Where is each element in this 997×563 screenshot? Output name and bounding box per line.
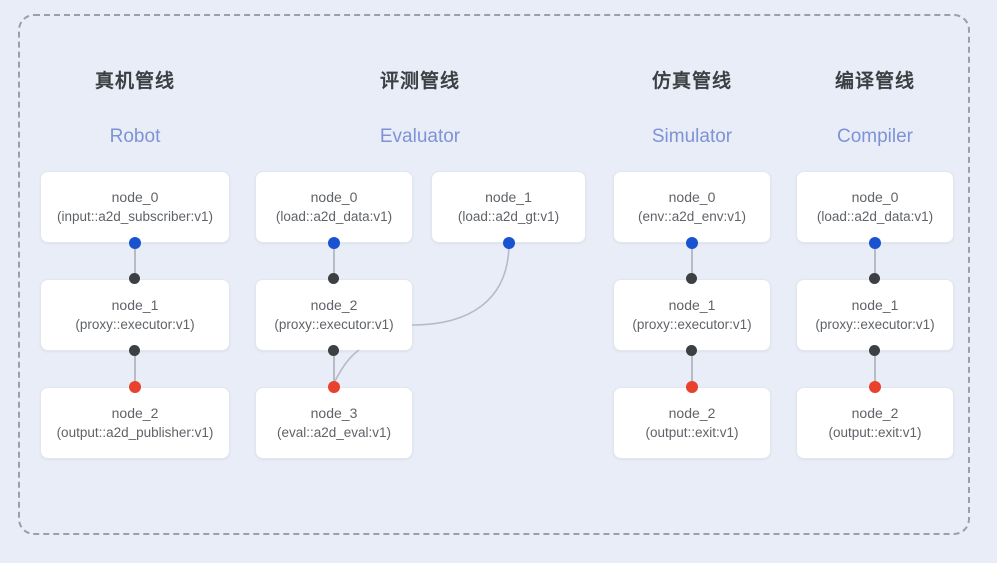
node-name: node_1 xyxy=(111,297,159,313)
edge-simulator-0-1 xyxy=(691,243,693,278)
column-subtitle-robot: Robot xyxy=(109,126,161,147)
node-type: (input::a2d_subscriber:v1) xyxy=(56,209,214,224)
node-type: (eval::a2d_eval:v1) xyxy=(276,425,392,440)
node-robot-2[interactable]: node_2 (output::a2d_publisher:v1) xyxy=(40,387,230,459)
node-name: node_2 xyxy=(310,297,358,313)
port-input-evaluator-3[interactable] xyxy=(328,381,340,393)
node-type: (proxy::executor:v1) xyxy=(274,317,394,332)
node-simulator-2[interactable]: node_2 (output::exit:v1) xyxy=(613,387,771,459)
edge-robot-0-1 xyxy=(134,243,136,278)
port-input-simulator-1[interactable] xyxy=(686,273,697,284)
edge-evaluator-2-3 xyxy=(333,351,335,383)
port-output-robot-0[interactable] xyxy=(129,237,141,249)
node-type: (output::exit:v1) xyxy=(828,425,922,440)
port-output-compiler-0[interactable] xyxy=(869,237,881,249)
edge-robot-1-2 xyxy=(134,351,136,383)
node-type: (proxy::executor:v1) xyxy=(815,317,935,332)
column-header-simulator: 仿真管线 xyxy=(651,71,732,92)
port-output-compiler-1[interactable] xyxy=(869,345,880,356)
node-name: node_2 xyxy=(851,405,899,421)
node-type: (output::a2d_publisher:v1) xyxy=(56,425,214,440)
node-name: node_0 xyxy=(310,189,358,205)
node-type: (output::exit:v1) xyxy=(645,425,739,440)
port-output-simulator-0[interactable] xyxy=(686,237,698,249)
diagram-frame xyxy=(18,14,970,535)
node-type: (load::a2d_gt:v1) xyxy=(457,209,560,224)
node-type: (load::a2d_data:v1) xyxy=(275,209,393,224)
port-output-evaluator-2[interactable] xyxy=(328,345,339,356)
port-output-evaluator-1-gt[interactable] xyxy=(503,237,515,249)
port-input-compiler-2[interactable] xyxy=(869,381,881,393)
edge-simulator-1-2 xyxy=(691,351,693,383)
edge-compiler-0-1 xyxy=(874,243,876,278)
column-subtitle-compiler: Compiler xyxy=(836,126,914,147)
node-compiler-0[interactable]: node_0 (load::a2d_data:v1) xyxy=(796,171,954,243)
node-evaluator-0[interactable]: node_0 (load::a2d_data:v1) xyxy=(255,171,413,243)
port-output-evaluator-0[interactable] xyxy=(328,237,340,249)
port-output-simulator-1[interactable] xyxy=(686,345,697,356)
port-input-evaluator-2[interactable] xyxy=(328,273,339,284)
edge-compiler-1-2 xyxy=(874,351,876,383)
node-type: (load::a2d_data:v1) xyxy=(816,209,934,224)
port-input-robot-2[interactable] xyxy=(129,381,141,393)
port-input-robot-1[interactable] xyxy=(129,273,140,284)
column-subtitle-evaluator: Evaluator xyxy=(379,126,461,147)
node-type: (proxy::executor:v1) xyxy=(75,317,195,332)
port-input-simulator-2[interactable] xyxy=(686,381,698,393)
node-name: node_0 xyxy=(668,189,716,205)
port-output-robot-1[interactable] xyxy=(129,345,140,356)
node-name: node_0 xyxy=(851,189,899,205)
node-name: node_0 xyxy=(111,189,159,205)
node-simulator-0[interactable]: node_0 (env::a2d_env:v1) xyxy=(613,171,771,243)
node-evaluator-2[interactable]: node_2 (proxy::executor:v1) xyxy=(255,279,413,351)
node-simulator-1[interactable]: node_1 (proxy::executor:v1) xyxy=(613,279,771,351)
node-name: node_1 xyxy=(668,297,716,313)
port-input-compiler-1[interactable] xyxy=(869,273,880,284)
column-subtitle-simulator: Simulator xyxy=(651,126,733,147)
node-name: node_2 xyxy=(111,405,159,421)
node-compiler-2[interactable]: node_2 (output::exit:v1) xyxy=(796,387,954,459)
node-name: node_1 xyxy=(485,189,532,205)
node-name: node_1 xyxy=(851,297,899,313)
node-type: (proxy::executor:v1) xyxy=(632,317,752,332)
column-header-evaluator: 评测管线 xyxy=(379,71,460,92)
node-evaluator-3[interactable]: node_3 (eval::a2d_eval:v1) xyxy=(255,387,413,459)
node-name: node_2 xyxy=(668,405,716,421)
node-robot-0[interactable]: node_0 (input::a2d_subscriber:v1) xyxy=(40,171,230,243)
column-header-robot: 真机管线 xyxy=(94,71,175,92)
node-name: node_3 xyxy=(310,405,358,421)
edge-evaluator-0-2 xyxy=(333,243,335,278)
node-type: (env::a2d_env:v1) xyxy=(637,209,747,224)
column-header-compiler: 编译管线 xyxy=(834,71,915,92)
node-robot-1[interactable]: node_1 (proxy::executor:v1) xyxy=(40,279,230,351)
node-compiler-1[interactable]: node_1 (proxy::executor:v1) xyxy=(796,279,954,351)
node-evaluator-1-gt[interactable]: node_1 (load::a2d_gt:v1) xyxy=(431,171,586,243)
